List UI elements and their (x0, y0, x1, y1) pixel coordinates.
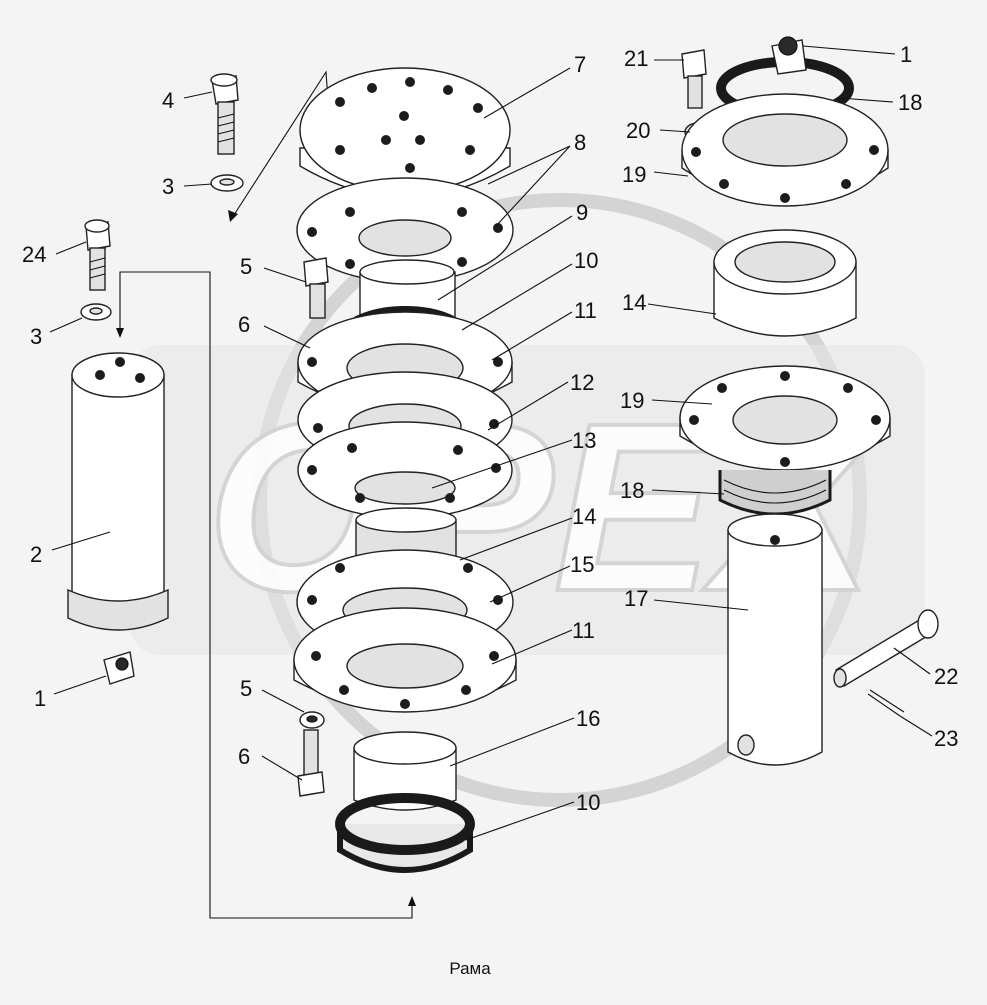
callout-12: 12 (570, 370, 594, 395)
callout-labels: 1 21 18 20 19 14 19 18 17 22 23 4 3 24 3… (22, 42, 958, 815)
seal-part-10-bottom (335, 793, 475, 873)
callout-22: 22 (934, 664, 958, 689)
flange-part-11-bottom (293, 607, 517, 713)
frame-guide-line (116, 271, 416, 919)
bolt-part-4 (210, 73, 239, 155)
callout-18-top: 18 (898, 90, 922, 115)
callout-11-bottom: 11 (572, 618, 595, 643)
bolt-part-5-top (303, 257, 329, 319)
seal-part-18-mid (718, 470, 832, 516)
fitting-part-1-bottom (103, 651, 135, 685)
callout-10-bottom: 10 (576, 790, 600, 815)
callout-17: 17 (624, 586, 648, 611)
cotter-pin-part-23 (867, 689, 905, 717)
bolt-part-21 (681, 49, 707, 109)
callout-9: 9 (576, 200, 588, 225)
callout-6-top: 6 (238, 312, 250, 337)
flange-part-19-mid (679, 365, 891, 471)
callout-19-top: 19 (622, 162, 646, 187)
washer-part-3-mid (80, 303, 112, 321)
callout-21: 21 (624, 46, 648, 71)
callout-10-top: 10 (574, 248, 598, 273)
washer-part-5-bottom (299, 711, 325, 729)
sleeve-part-2 (67, 352, 169, 631)
callout-16: 16 (576, 706, 600, 731)
callout-24: 24 (22, 242, 46, 267)
callout-3-top: 3 (162, 174, 174, 199)
callout-7: 7 (574, 52, 586, 77)
callout-19-mid: 19 (620, 388, 644, 413)
bushing-part-14-right (713, 229, 857, 337)
callout-20: 20 (626, 118, 650, 143)
callout-1-bottom: 1 (34, 686, 46, 711)
callout-14-right: 14 (622, 290, 646, 315)
callout-3-mid: 3 (30, 324, 42, 349)
callout-8: 8 (574, 130, 586, 155)
fitting-part-1-top (771, 36, 807, 75)
callout-15: 15 (570, 552, 594, 577)
gasket-part-8 (296, 177, 514, 283)
callout-13: 13 (572, 428, 596, 453)
callout-11-top: 11 (574, 298, 597, 323)
bushing-part-16 (353, 731, 457, 811)
callout-4: 4 (162, 88, 174, 113)
pin-part-22 (833, 609, 939, 688)
washer-part-3-top (210, 174, 244, 192)
callout-5-top: 5 (240, 254, 252, 279)
callout-5-bottom: 5 (240, 676, 252, 701)
callout-14-center: 14 (572, 504, 596, 529)
callout-6-bottom: 6 (238, 744, 250, 769)
flange-part-13 (297, 421, 513, 519)
callout-18-mid: 18 (620, 478, 644, 503)
callout-1-top: 1 (900, 42, 912, 67)
frame-caption: Рама (449, 959, 491, 978)
bolt-part-6-bottom (297, 729, 325, 797)
callout-2: 2 (30, 542, 42, 567)
pin-part-17 (727, 513, 823, 766)
callout-23: 23 (934, 726, 958, 751)
flange-part-19-top (681, 93, 889, 207)
bolt-part-24 (84, 219, 111, 291)
leader-lines (49, 45, 933, 841)
